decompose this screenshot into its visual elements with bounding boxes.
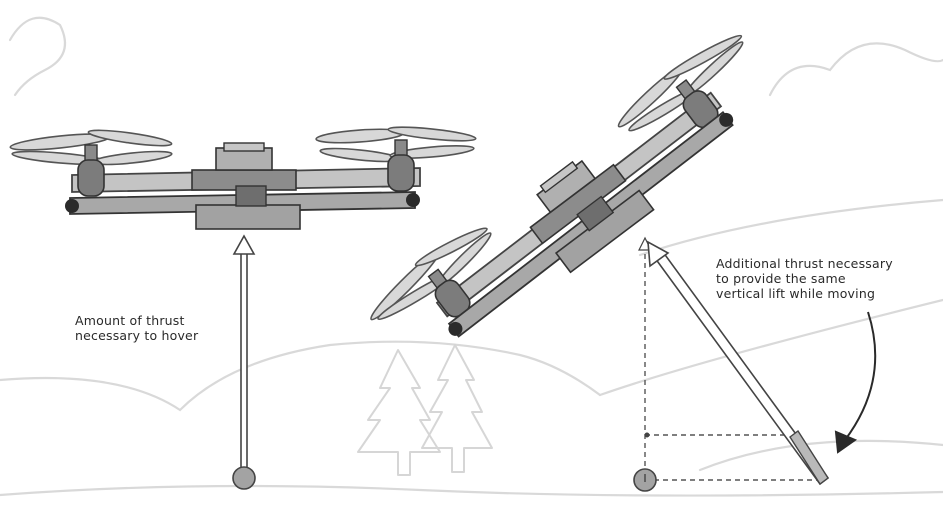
- tilted-battery-top: [539, 160, 579, 194]
- extra-thrust-pointer: [834, 311, 877, 454]
- tilted-arm-end-front: [448, 321, 463, 336]
- tilted-arm-end-rear: [719, 112, 734, 127]
- drone-mount: [235, 185, 267, 207]
- tilted-motor-rear: [675, 79, 719, 129]
- tilted-mount: [576, 195, 615, 232]
- pine-tree-right: [421, 344, 493, 473]
- drone-tilted: [370, 34, 744, 338]
- tilted-motor-front: [427, 268, 471, 318]
- thrust-components: [644, 245, 820, 481]
- hill-far: [638, 198, 943, 257]
- hill-right: [598, 298, 943, 397]
- pine-tree-left: [357, 349, 441, 476]
- hover-thrust-label: Amount of thrust necessary to hover: [75, 313, 198, 343]
- cloud-right: [768, 42, 943, 97]
- drone-payload: [195, 204, 301, 230]
- motor-left: [77, 144, 105, 197]
- arm-end-right: [406, 193, 420, 207]
- angled-thrust-arrow: [633, 240, 830, 492]
- additional-thrust-label-line1: Additional thrust necessary: [716, 256, 893, 271]
- hover-thrust-label-line2: necessary to hover: [75, 328, 199, 343]
- motor-right: [387, 139, 415, 192]
- road-curve: [698, 439, 943, 472]
- hover-thrust-arrow: [232, 234, 256, 490]
- hover-thrust-label-line1: Amount of thrust: [75, 313, 185, 328]
- additional-thrust-label: Additional thrust necessary to provide t…: [716, 256, 893, 301]
- cloud-left: [8, 16, 67, 97]
- ground-line: [0, 484, 943, 497]
- propeller-tilted-rear: [617, 34, 744, 132]
- hill-left: [0, 340, 602, 412]
- propeller-tilted-front: [370, 227, 492, 321]
- pine-trees: [357, 344, 493, 476]
- angled-arrow-tail: [789, 429, 829, 486]
- drone-battery-top: [223, 142, 265, 152]
- additional-thrust-label-line3: vertical lift while moving: [716, 286, 876, 301]
- additional-thrust-label-line2: to provide the same: [716, 271, 846, 286]
- propeller-right: [315, 126, 477, 163]
- hover-origin-dot: [232, 466, 256, 490]
- vertical-component-marker: [644, 432, 650, 438]
- drone-hovering: [9, 126, 477, 230]
- arm-end-left: [65, 199, 79, 213]
